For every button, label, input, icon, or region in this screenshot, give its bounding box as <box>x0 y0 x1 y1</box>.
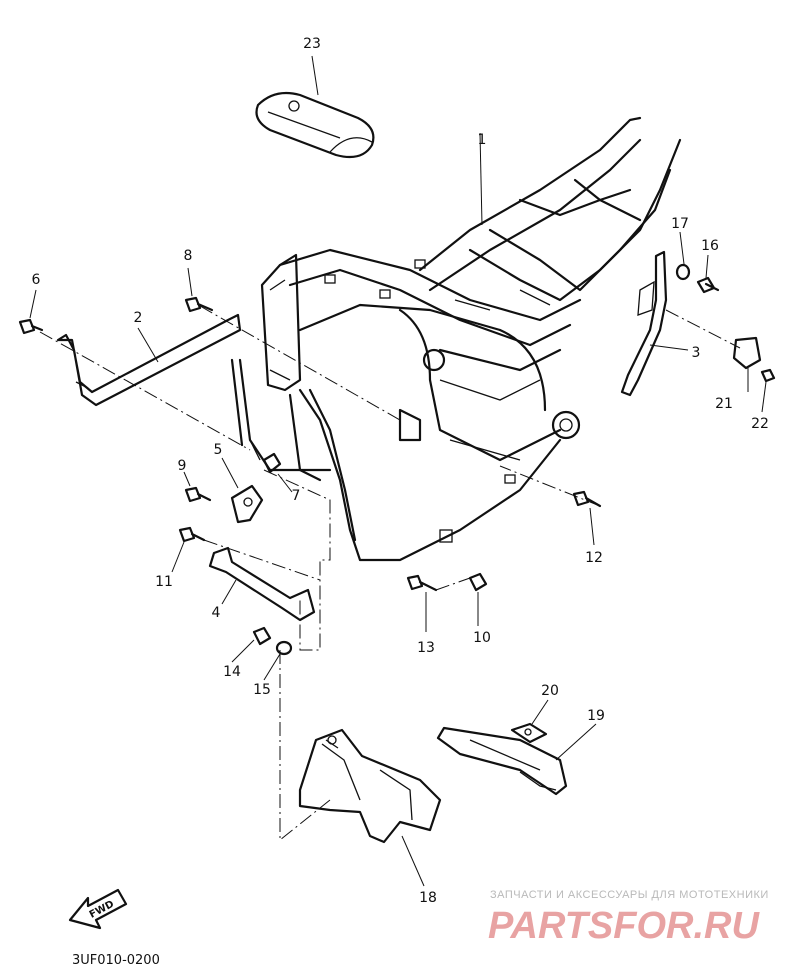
part-18-lower-guard <box>298 728 442 844</box>
leader-14 <box>231 639 255 663</box>
leader-20 <box>531 699 549 725</box>
label-10: 10 <box>473 630 491 646</box>
label-8: 8 <box>184 248 193 264</box>
label-3: 3 <box>692 345 701 361</box>
part-5-plate <box>230 484 264 524</box>
label-4: 4 <box>212 605 221 621</box>
leader-6 <box>29 289 37 319</box>
leader-7 <box>277 473 293 493</box>
label-16: 16 <box>701 238 719 254</box>
watermark-brand: PARTSFOR.RU <box>488 905 760 947</box>
watermark: ЗАПЧАСТИ И АКСЕССУАРЫ ДЛЯ МОТОТЕХНИКИ PA… <box>488 889 769 947</box>
label-9: 9 <box>178 458 187 474</box>
label-5: 5 <box>214 442 223 458</box>
fwd-arrow-icon: FWD <box>68 888 128 930</box>
drawing-code: 3UF010-0200 <box>72 953 160 968</box>
label-19: 19 <box>587 708 605 724</box>
leader-3 <box>649 344 689 351</box>
label-7: 7 <box>292 488 301 504</box>
leader-2 <box>137 327 159 363</box>
label-23: 23 <box>303 36 321 52</box>
leader-15 <box>263 653 281 681</box>
alignment-lines <box>39 305 741 842</box>
leader-23 <box>311 55 319 96</box>
hardware-parts <box>18 263 776 656</box>
part-3-rear-bracket <box>620 250 668 397</box>
label-11: 11 <box>155 574 173 590</box>
leader-12 <box>589 507 595 546</box>
part-1-main-frame <box>230 116 682 562</box>
part-20-bracket <box>510 722 548 744</box>
leader-1 <box>479 132 483 226</box>
leader-8 <box>187 267 193 297</box>
label-12: 12 <box>585 550 603 566</box>
label-6: 6 <box>32 272 41 288</box>
leader-4 <box>221 579 237 605</box>
leader-22 <box>761 381 767 413</box>
label-2: 2 <box>134 310 143 326</box>
leader-5 <box>221 457 239 489</box>
part-numbers: 23 1 8 6 2 17 16 3 21 22 5 7 9 12 11 4 1… <box>32 36 769 906</box>
label-13: 13 <box>417 640 435 656</box>
leader-9 <box>183 471 191 487</box>
part-4-lower-stay <box>208 546 316 622</box>
label-18: 18 <box>419 890 437 906</box>
label-20: 20 <box>541 683 559 699</box>
label-15: 15 <box>253 682 271 698</box>
part-23-cover <box>255 91 375 159</box>
label-1: 1 <box>478 132 487 148</box>
part-19-shield <box>436 726 568 796</box>
leader-17 <box>679 231 685 265</box>
watermark-tagline: ЗАПЧАСТИ И АКСЕССУАРЫ ДЛЯ МОТОТЕХНИКИ <box>490 889 769 901</box>
label-17: 17 <box>671 216 689 232</box>
part-2-down-tube <box>56 313 242 407</box>
leader-19 <box>555 723 597 761</box>
label-22: 22 <box>751 416 769 432</box>
label-21: 21 <box>715 396 733 412</box>
leader-16 <box>705 254 709 279</box>
leader-11 <box>171 541 185 573</box>
leader-18 <box>401 835 425 887</box>
label-14: 14 <box>223 664 241 680</box>
